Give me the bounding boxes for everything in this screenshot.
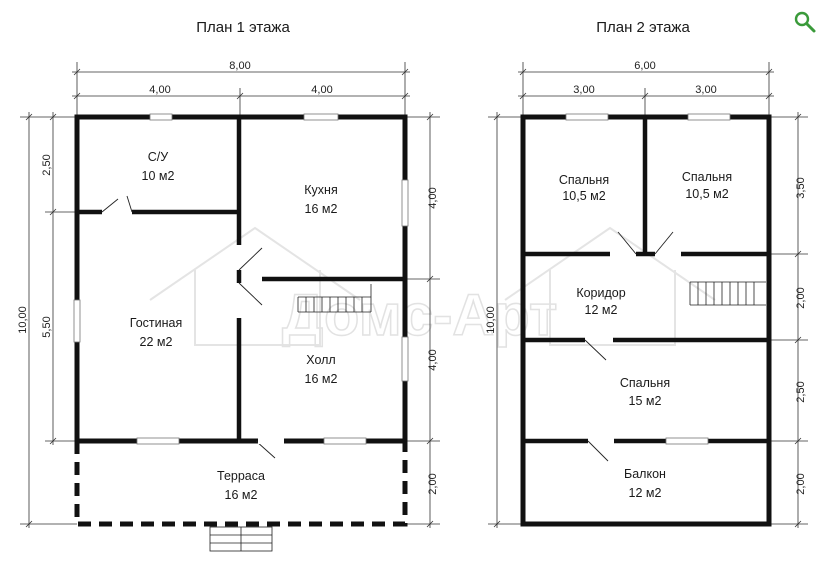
floor1-room-name: Терраса xyxy=(217,469,265,483)
floor1-stairs xyxy=(297,284,372,313)
floor1-dim-left-top: 2,50 xyxy=(41,154,53,175)
floor2-room-name: Спальня xyxy=(559,173,609,187)
floor1-dim-left-width: 4,00 xyxy=(149,84,170,96)
floor1-windows xyxy=(73,113,409,445)
floor2-interior-walls xyxy=(523,117,769,444)
floor1-title: План 1 этажа xyxy=(196,19,290,36)
floor1-dim-left-mid: 5,50 xyxy=(41,316,53,337)
floor1-interior-walls xyxy=(77,117,405,441)
floor2-room-area: 10,5 м2 xyxy=(562,189,605,203)
floor1-room-area: 10 м2 xyxy=(142,169,175,183)
floor1-room-name: Холл xyxy=(306,353,335,367)
floor2-left-dimensions xyxy=(488,112,523,528)
floor2-room-area: 15 м2 xyxy=(629,394,662,408)
floor2-room-area: 12 м2 xyxy=(629,486,662,500)
floor2-doors xyxy=(584,231,674,462)
floor2-top-dimensions xyxy=(518,62,774,116)
floor2-dim-left-width: 3,00 xyxy=(573,84,594,96)
floor2-room-name: Коридор xyxy=(576,286,625,300)
floor2-stairs xyxy=(689,281,766,306)
floor2-room-area: 12 м2 xyxy=(585,303,618,317)
floor1-plan: План 1 этажа 8,00 4,00 4,00 10,00 2,50 xyxy=(17,19,440,552)
floor1-dim-total-height: 10,00 xyxy=(17,306,29,334)
floor2-dim-r3: 2,50 xyxy=(795,381,807,402)
floor2-dim-total-height: 10,00 xyxy=(485,306,497,334)
floor2-plan: План 2 этажа 6,00 3,00 3,00 10,00 xyxy=(485,19,808,528)
floor1-terrace-outline xyxy=(74,441,408,527)
zoom-button[interactable] xyxy=(793,10,817,34)
floor1-room-area: 22 м2 xyxy=(140,335,173,349)
floor2-dim-r2: 2,00 xyxy=(795,287,807,308)
floor1-room-name: Кухня xyxy=(304,183,337,197)
floor1-right-dimensions xyxy=(405,112,440,528)
floor2-right-dimensions xyxy=(769,112,808,528)
watermark-text: Домс-Арт xyxy=(282,283,557,348)
floor1-dim-right-bottom: 2,00 xyxy=(427,473,439,494)
floor1-dim-right-width: 4,00 xyxy=(311,84,332,96)
floor1-room-area: 16 м2 xyxy=(225,488,258,502)
floor1-room-name: Гостиная xyxy=(130,316,182,330)
floor2-room-name: Спальня xyxy=(620,376,670,390)
magnifier-icon xyxy=(794,11,816,33)
floor1-porch-steps xyxy=(209,526,273,552)
floor2-room-name: Спальня xyxy=(682,170,732,184)
floor1-dim-right-top: 4,00 xyxy=(427,187,439,208)
floor2-windows xyxy=(565,113,731,445)
floor2-dim-r1: 3,50 xyxy=(795,177,807,198)
watermark: Домс-Арт xyxy=(149,226,716,349)
floor1-left-dimensions xyxy=(20,112,77,528)
floor1-top-dimensions xyxy=(72,62,410,116)
floor2-room-name: Балкон xyxy=(624,467,666,481)
floor2-dim-total-width: 6,00 xyxy=(634,60,655,72)
floor2-title: План 2 этажа xyxy=(596,19,690,36)
floor1-room-area: 16 м2 xyxy=(305,202,338,216)
floor1-room-area: 16 м2 xyxy=(305,372,338,386)
floor1-room-name: С/У xyxy=(148,150,169,164)
floor2-dim-r4: 2,00 xyxy=(795,473,807,494)
floor1-dim-right-mid: 4,00 xyxy=(427,349,439,370)
floor2-dim-right-width: 3,00 xyxy=(695,84,716,96)
floor1-doors xyxy=(101,195,284,459)
floor1-dim-total-width: 8,00 xyxy=(229,60,250,72)
floor2-room-area: 10,5 м2 xyxy=(685,187,728,201)
